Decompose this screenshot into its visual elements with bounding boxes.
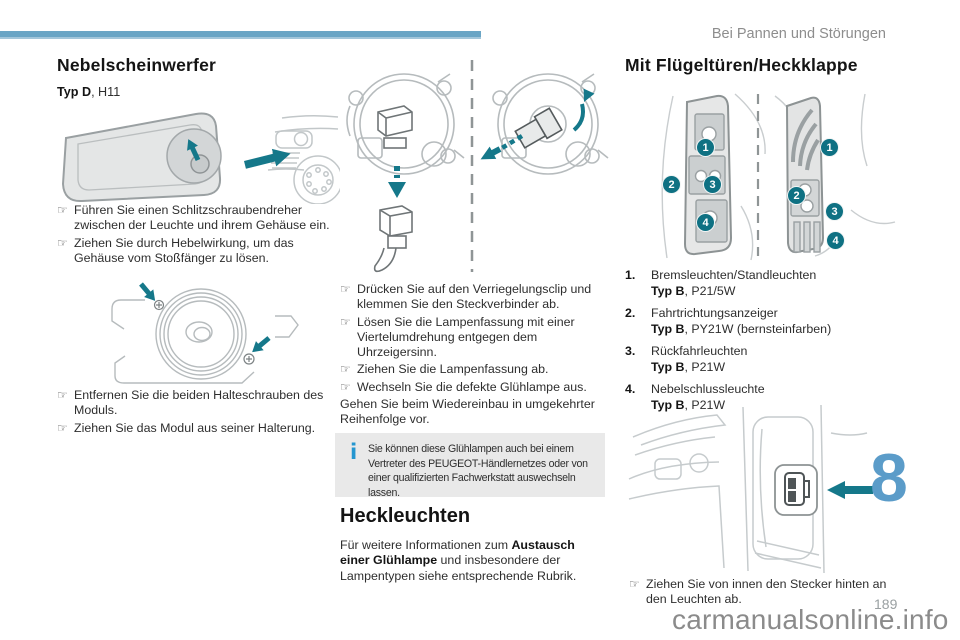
legend-type-rest: , P21W bbox=[684, 359, 726, 374]
step-text: Entfernen Sie die beiden Halteschrauben … bbox=[74, 388, 324, 418]
pointer-hand-icon: ☞ bbox=[57, 235, 68, 250]
legend-type-bold: Typ B bbox=[651, 283, 685, 298]
callout-3: 3 bbox=[703, 175, 722, 194]
screw-arrow-icon bbox=[252, 336, 271, 353]
legend-item: 3. Rückfahrleuchten Typ B, P21W bbox=[625, 344, 895, 375]
pointer-hand-icon: ☞ bbox=[57, 388, 68, 402]
legend-item: 2. Fahrtrichtungsanzeiger Typ B, PY21W (… bbox=[625, 306, 895, 337]
rotate-arrow-icon bbox=[187, 139, 201, 162]
tail-lamp-legend: 1. Bremsleuchten/Standleuchten Typ B, P2… bbox=[625, 268, 895, 420]
legend-number: 4. bbox=[625, 382, 636, 396]
fog-module-screws-illustration bbox=[111, 282, 299, 384]
legend-number: 2. bbox=[625, 306, 636, 320]
step-text: Ziehen Sie von innen den Stecker hinten … bbox=[646, 577, 887, 607]
step-text: Wechseln Sie die defekte Glühlampe aus. bbox=[357, 379, 587, 394]
fog-steps-b: ☞ Entfernen Sie die beiden Halteschraube… bbox=[57, 388, 333, 438]
legend-type-rest: , PY21W (bernsteinfarben) bbox=[684, 321, 832, 336]
screw-arrow-icon bbox=[139, 282, 156, 301]
fog-steps-a: ☞ Führen Sie einen Schlitzschraubendrehe… bbox=[57, 203, 333, 268]
pointer-hand-icon: ☞ bbox=[57, 420, 68, 435]
wing-doors-step: ☞ Ziehen Sie von innen den Stecker hinte… bbox=[629, 577, 897, 610]
callout-2: 2 bbox=[787, 186, 806, 205]
info-icon: i bbox=[350, 440, 358, 464]
chapter-number: 8 bbox=[870, 440, 908, 516]
legend-type-bold: Typ B bbox=[651, 359, 685, 374]
instruction-step: ☞ Ziehen Sie die Lampenfassung ab. bbox=[340, 362, 618, 377]
step-text: Ziehen Sie die Lampenfassung ab. bbox=[357, 362, 549, 377]
instruction-step: ☞ Ziehen Sie von innen den Stecker hinte… bbox=[629, 577, 897, 608]
instruction-step: ☞ Wechseln Sie die defekte Glühlampe aus… bbox=[340, 380, 618, 395]
legend-item: 1. Bremsleuchten/Standleuchten Typ B, P2… bbox=[625, 268, 895, 299]
legend-item: 4. Nebelschlussleuchte Typ B, P21W bbox=[625, 382, 895, 413]
legend-number: 3. bbox=[625, 344, 636, 358]
pointer-hand-icon: ☞ bbox=[340, 282, 351, 296]
connector-arrow-icon bbox=[827, 481, 873, 499]
callout-4: 4 bbox=[696, 213, 715, 232]
step-text: Drücken Sie auf den Verriegelungsclip un… bbox=[357, 282, 592, 312]
legend-name: Fahrtrichtungsanzeiger bbox=[651, 306, 778, 320]
instruction-step: ☞ Führen Sie einen Schlitzschraubendrehe… bbox=[57, 203, 333, 234]
step-text: Ziehen Sie durch Hebelwirkung, um das Ge… bbox=[74, 235, 294, 265]
remove-direction-arrow-icon bbox=[244, 148, 291, 169]
pull-down-arrow-icon bbox=[388, 182, 406, 198]
legend-number: 1. bbox=[625, 268, 636, 282]
pointer-hand-icon: ☞ bbox=[340, 314, 351, 329]
step-text: Führen Sie einen Schlitzschraubendreher … bbox=[74, 203, 330, 233]
legend-type-bold: Typ B bbox=[651, 321, 685, 336]
section-title-rear-lights: Heckleuchten bbox=[340, 505, 471, 527]
callout-4: 4 bbox=[826, 231, 845, 250]
fog-bulb-replacement-illustration bbox=[346, 60, 609, 273]
pointer-hand-icon: ☞ bbox=[340, 379, 351, 394]
legend-name: Rückfahrleuchten bbox=[651, 344, 748, 358]
callout-1: 1 bbox=[696, 138, 715, 157]
paragraph-bold: Austausch einer Glühlampe bbox=[340, 538, 575, 568]
rear-lights-paragraph: Für weitere Informationen zum Austausch … bbox=[340, 538, 596, 584]
instruction-step: ☞ Entfernen Sie die beiden Halteschraube… bbox=[57, 388, 333, 419]
watermark: carmanualsonline.info bbox=[672, 604, 949, 635]
unplug-arrow-icon bbox=[480, 146, 502, 160]
paragraph-text: und insbesondere der Lampentypen siehe e… bbox=[340, 553, 577, 583]
instruction-step: ☞ Lösen Sie die Lampenfassung mit einer … bbox=[340, 315, 618, 361]
door-connector-illustration bbox=[628, 404, 873, 574]
section-title-wing-doors: Mit Flügeltüren/Heckklappe bbox=[625, 55, 858, 75]
bulb-type-line: Typ D, H11 bbox=[57, 85, 120, 99]
bulb-type-bold: Typ D bbox=[57, 85, 92, 99]
legend-type-bold: Typ B bbox=[651, 397, 685, 412]
instruction-step: ☞ Drücken Sie auf den Verriegelungsclip … bbox=[340, 282, 618, 313]
step-text: Lösen Sie die Lampenfassung mit einer Vi… bbox=[357, 314, 575, 360]
legend-name: Nebelschlussleuchte bbox=[651, 382, 765, 396]
fog-lamp-cover-illustration bbox=[61, 112, 340, 204]
tail-lamps-figure: 1 2 3 4 1 2 3 4 bbox=[625, 88, 905, 263]
page-number: 189 bbox=[874, 596, 898, 612]
steps-outro-text: Gehen Sie beim Wiedereinbau in umgekehrt… bbox=[340, 397, 595, 427]
fog-steps-c: ☞ Drücken Sie auf den Verriegelungsclip … bbox=[340, 282, 618, 428]
callout-1: 1 bbox=[820, 138, 839, 157]
legend-type-rest: , P21/5W bbox=[684, 283, 736, 298]
info-box-text: Sie können diese Glühlampen auch bei ein… bbox=[368, 443, 588, 499]
callout-2: 2 bbox=[662, 175, 681, 194]
paragraph-text: Für weitere Informationen zum bbox=[340, 538, 512, 552]
pointer-hand-icon: ☞ bbox=[57, 203, 68, 217]
quarter-turn-arrow-icon bbox=[583, 88, 595, 102]
bulb-type-rest: , H11 bbox=[91, 85, 121, 99]
pointer-hand-icon: ☞ bbox=[340, 362, 351, 377]
section-title-fog-lights: Nebelscheinwerfer bbox=[57, 55, 217, 75]
info-box: i Sie können diese Glühlampen auch bei e… bbox=[335, 433, 605, 499]
running-header: Bei Pannen und Störungen bbox=[711, 26, 886, 42]
pointer-hand-icon: ☞ bbox=[629, 577, 640, 591]
top-accent-bar bbox=[0, 31, 481, 39]
instruction-step: ☞ Ziehen Sie durch Hebelwirkung, um das … bbox=[57, 236, 333, 267]
instruction-step: ☞ Ziehen Sie das Modul aus seiner Halter… bbox=[57, 421, 333, 436]
legend-type-rest: , P21W bbox=[684, 397, 726, 412]
step-text: Ziehen Sie das Modul aus seiner Halterun… bbox=[74, 420, 316, 435]
legend-name: Bremsleuchten/Standleuchten bbox=[651, 268, 817, 282]
callout-3: 3 bbox=[825, 202, 844, 221]
